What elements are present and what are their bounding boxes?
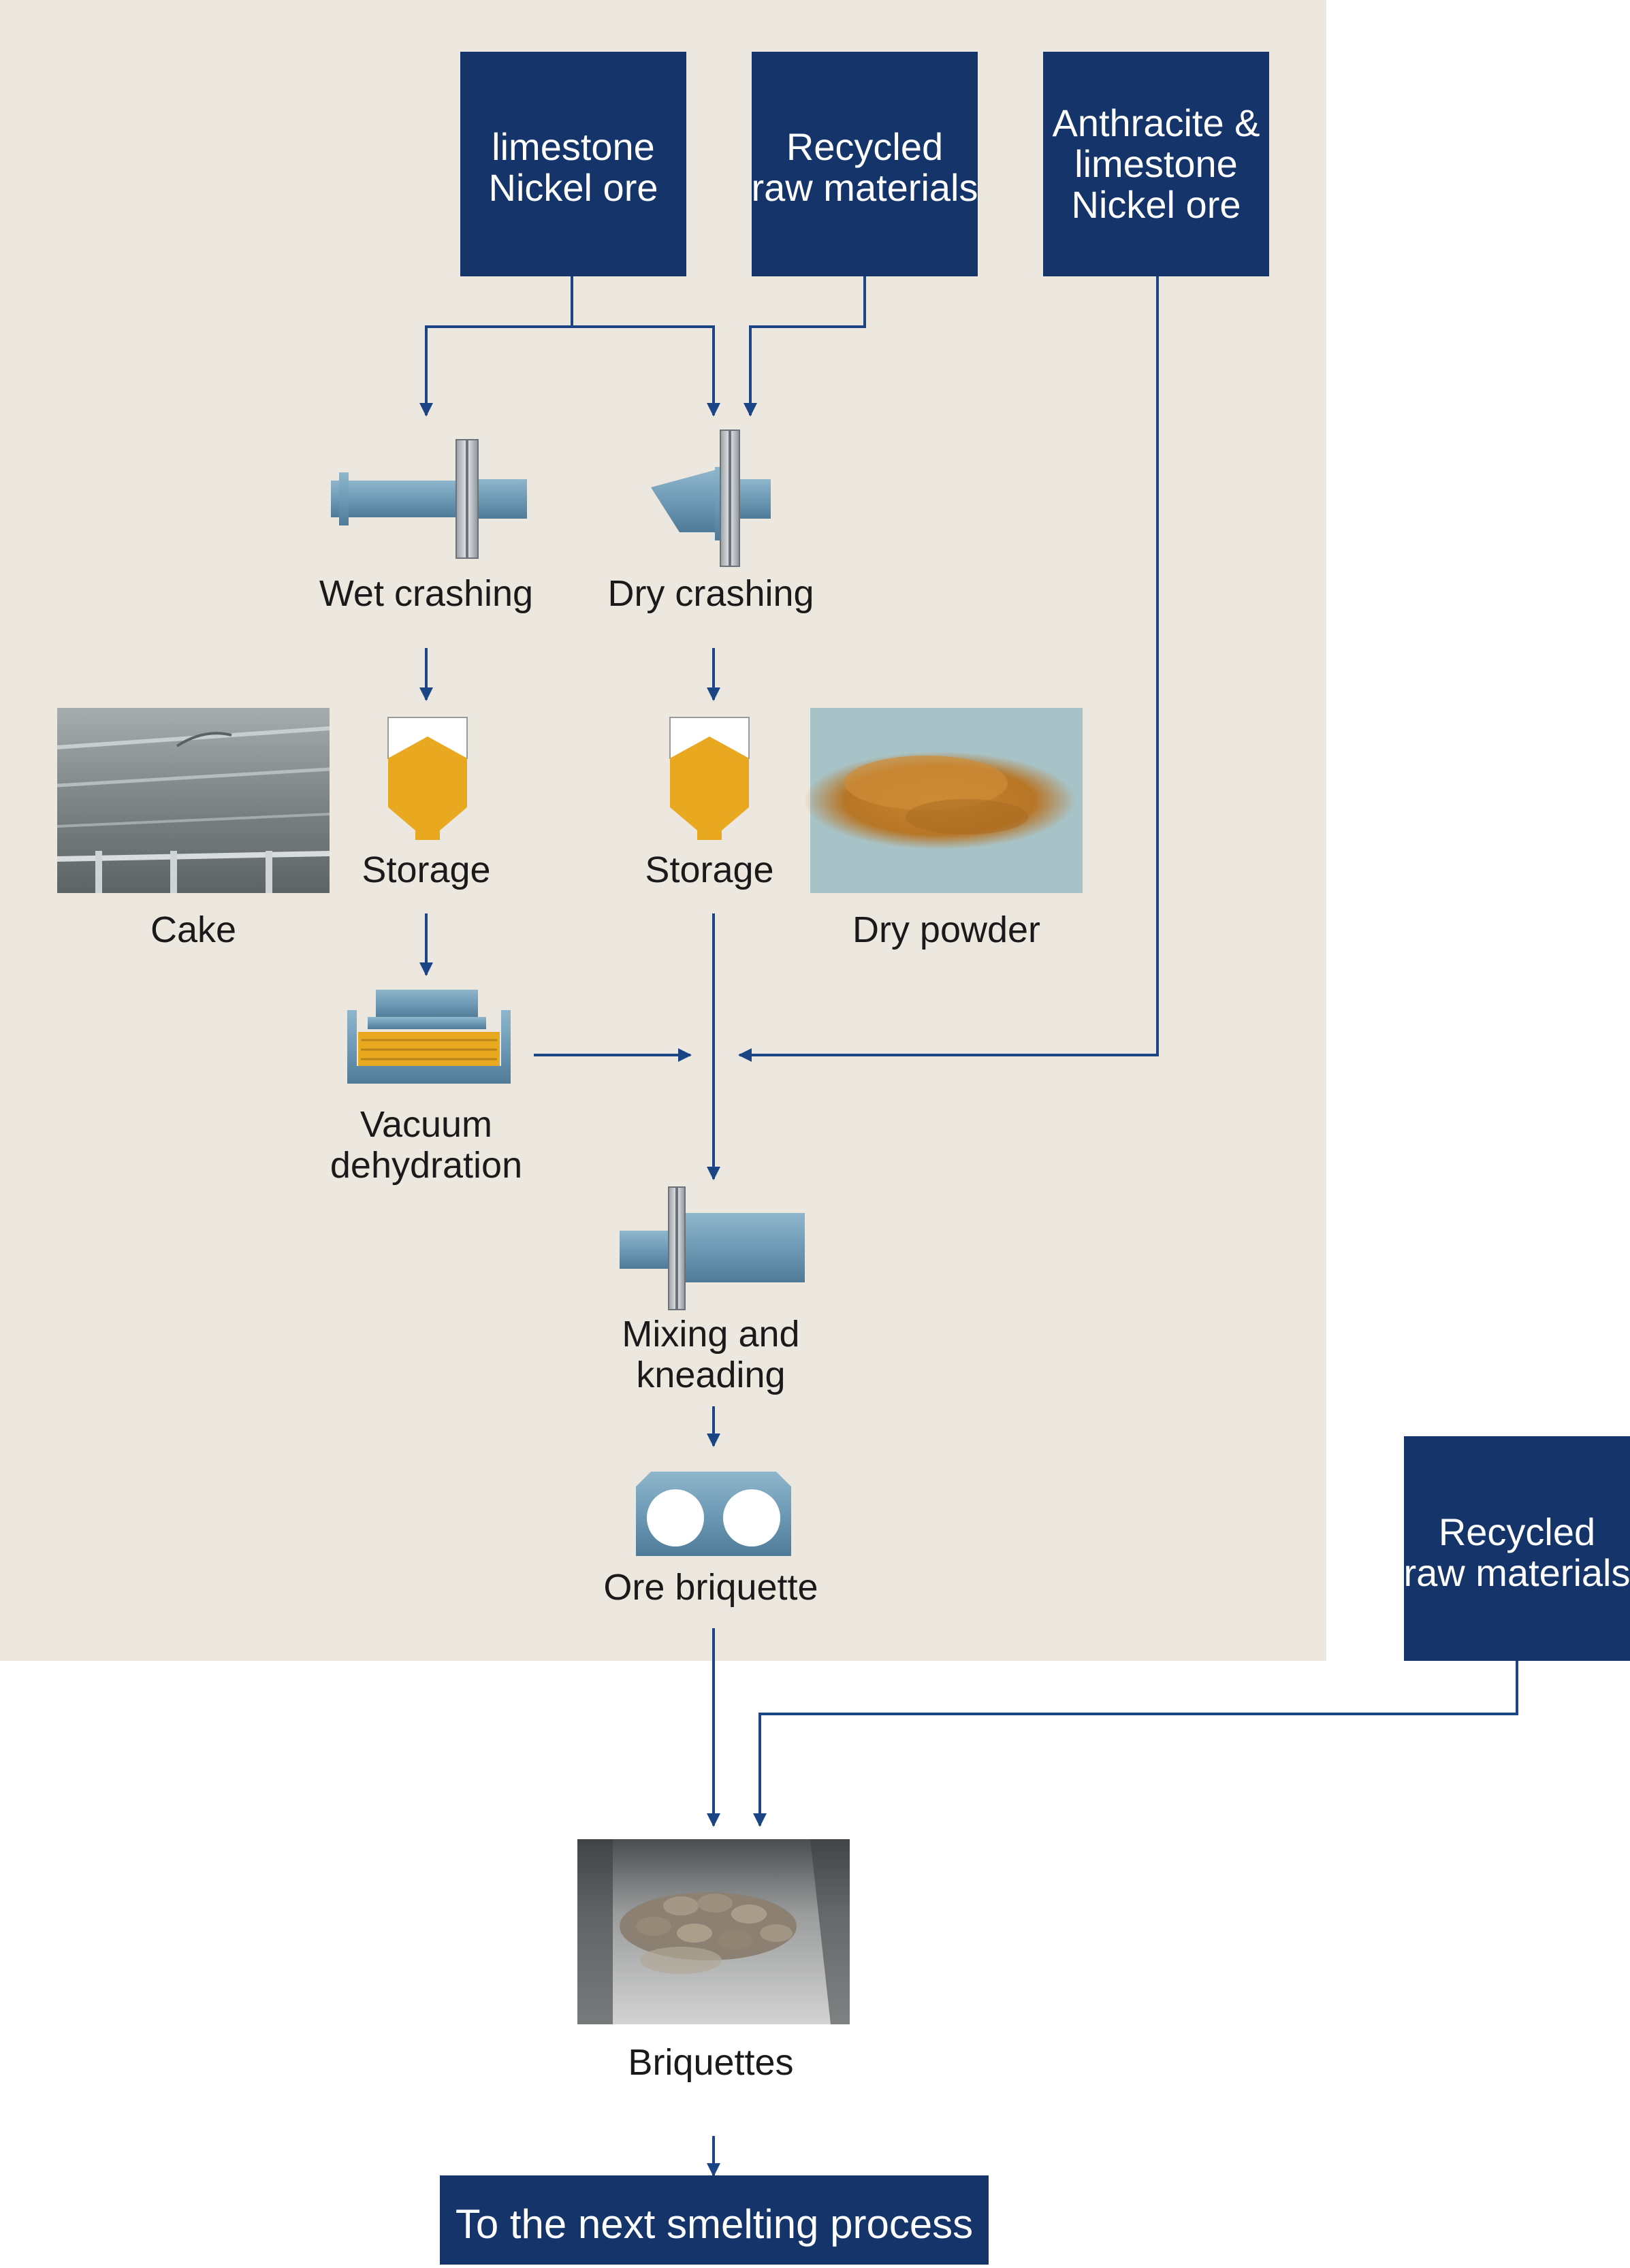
next-process-box: To the next smelting process [440, 2175, 989, 2265]
input-box-recycled-raw-materials: Recycled raw materials [752, 52, 978, 276]
input-box-recycled-raw-materials-2: Recycled raw materials [1404, 1436, 1630, 1661]
connector-box1-dry [572, 325, 720, 417]
box-line: Nickel ore [1072, 183, 1241, 226]
next-process-label: To the next smelting process [456, 2201, 973, 2247]
briquettes-label: Briquettes [628, 2042, 793, 2083]
input-box-limestone-nickel-ore: limestone Nickel ore [460, 52, 686, 276]
mixing-kneading-label-line1: Mixing and [622, 1314, 799, 1355]
dry-powder-photo [803, 708, 1083, 893]
wet-crashing-label: Wet crashing [319, 573, 533, 614]
connector-box4 [753, 1661, 1518, 1827]
box-line: raw materials [1404, 1551, 1630, 1594]
flow-connectors [419, 276, 1518, 2177]
dry-powder-label: Dry powder [852, 909, 1040, 950]
box-line: Nickel ore [489, 166, 658, 209]
mixing-kneading-label-line2: kneading [636, 1355, 785, 1395]
vacuum-dehydration-label-line1: Vacuum [360, 1104, 492, 1145]
vacuum-filter-icon [347, 990, 511, 1084]
dry-crashing-label: Dry crashing [607, 573, 814, 614]
silo-icon [387, 717, 468, 840]
box-line: limestone [492, 125, 655, 168]
mixer-kneader-icon [620, 1186, 805, 1310]
briquettes-photo [577, 1839, 850, 2024]
box-line: Recycled [786, 125, 943, 168]
input-box-anthracite-limestone-nickel-ore: Anthracite & limestone Nickel ore [1043, 52, 1269, 276]
dry-crusher-icon [651, 430, 771, 567]
box-line: Anthracite & [1052, 101, 1260, 144]
cake-photo [57, 708, 330, 893]
wet-crusher-icon [331, 439, 527, 559]
silo-icon [669, 717, 750, 840]
connector-box1 [419, 276, 573, 417]
storage-wet-label: Storage [362, 849, 490, 890]
vacuum-dehydration-label-line2: dehydration [330, 1145, 522, 1186]
storage-dry-label: Storage [645, 849, 773, 890]
box-line: limestone [1074, 142, 1238, 185]
briquette-press-icon [636, 1472, 791, 1556]
connector-box2 [744, 276, 866, 417]
ore-briquette-label: Ore briquette [603, 1567, 818, 1608]
box-line: raw materials [752, 166, 978, 209]
box-line: Recycled [1439, 1510, 1595, 1553]
connector-box3 [738, 276, 1159, 1062]
cake-label: Cake [150, 909, 236, 950]
